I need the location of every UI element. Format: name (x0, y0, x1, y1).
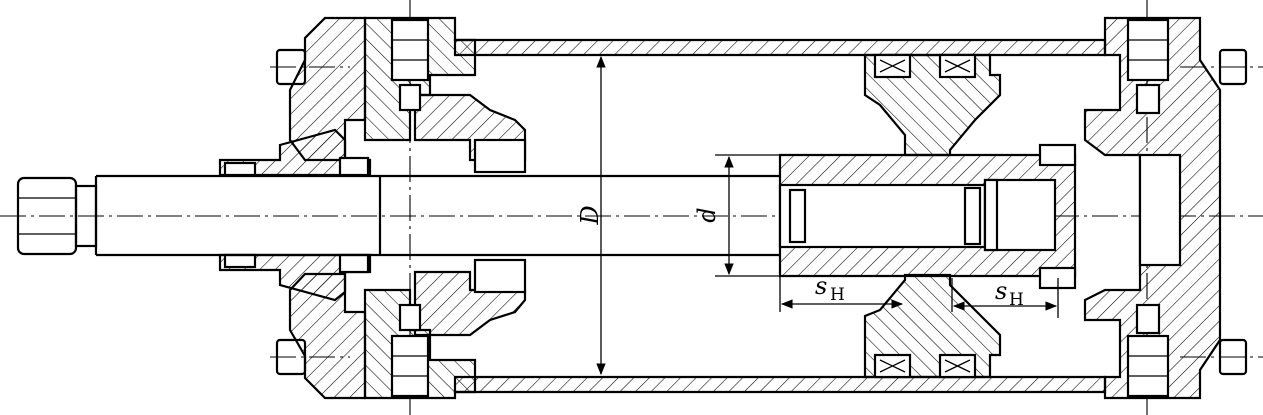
piston-rod (16, 174, 780, 257)
label-width-left-sub: H (830, 285, 845, 305)
label-width-right-sub: H (1009, 290, 1024, 310)
dimension-width-right (951, 278, 1059, 318)
tie-rod-nuts-left (275, 18, 430, 398)
label-bore-diameter: D (576, 205, 604, 225)
label-rod-diameter: d (693, 207, 721, 222)
piston (778, 53, 1077, 379)
dimension-width-left (779, 276, 904, 312)
label-width-right: s (995, 277, 1007, 305)
front-head (218, 16, 527, 400)
rear-head (1083, 16, 1248, 400)
label-width-left: s (815, 272, 827, 300)
dimension-rod (715, 154, 780, 277)
